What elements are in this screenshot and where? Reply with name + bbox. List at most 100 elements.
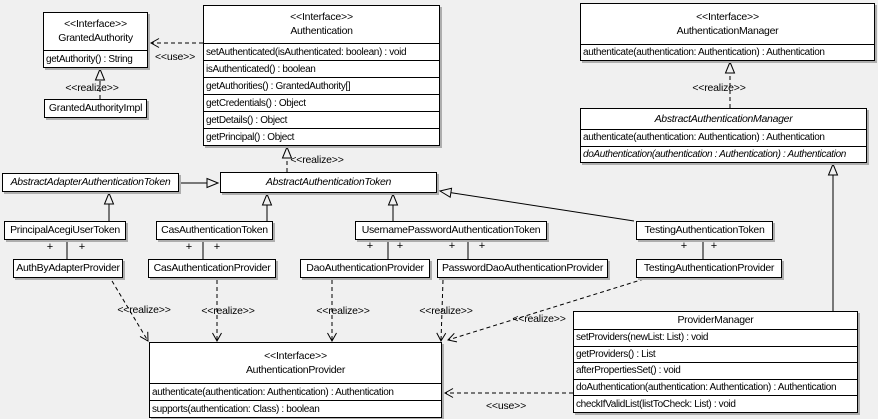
methods-compartment: authenticate(authentication: Authenticat… [581, 129, 866, 162]
class-name-compartment: CasAuthenticationToken [157, 222, 272, 239]
class-name-compartment: <<Interface>> GrantedAuthority [44, 13, 147, 50]
class-name: AuthenticationManager [676, 24, 779, 37]
class-auth-by-adapter-provider: AuthByAdapterProvider [13, 259, 123, 278]
class-abstract-adapter-authentication-token: AbstractAdapterAuthenticationToken [2, 173, 179, 192]
stereotype-label: <<Interface>> [64, 18, 127, 30]
stereotype-label: <<Interface>> [290, 11, 353, 23]
class-name: AuthByAdapterProvider [16, 262, 120, 274]
class-name: AbstractAuthenticationToken [265, 176, 392, 188]
association-plus-adornment: + [478, 240, 486, 252]
methods-compartment: setAuthenticated(isAuthenticated: boolea… [204, 43, 439, 145]
association-plus-adornment: + [78, 241, 86, 253]
class-name-compartment: TestingAuthenticationProvider [637, 260, 781, 277]
method-label: afterPropertiesSet() : void [574, 362, 857, 379]
class-name: TestingAuthenticationProvider [643, 262, 775, 274]
class-testing-authentication-provider: TestingAuthenticationProvider [636, 259, 782, 278]
method-label: authenticate(authentication: Authenticat… [581, 129, 866, 146]
method-label: getCredentials() : Object [204, 94, 439, 111]
method-label: setAuthenticated(isAuthenticated: boolea… [204, 43, 439, 60]
edge-stereotype-label: <<realize>> [692, 82, 746, 94]
association-plus-adornment: + [710, 240, 718, 252]
class-testing-authentication-token: TestingAuthenticationToken [636, 221, 773, 240]
class-username-password-authentication-token: UsernamePasswordAuthenticationToken [355, 221, 547, 240]
class-name-compartment: AbstractAdapterAuthenticationToken [3, 174, 178, 191]
association-plus-adornment: + [366, 240, 374, 252]
method-label: isAuthenticated() : boolean [204, 60, 439, 77]
class-name-compartment: ProviderManager [574, 312, 857, 329]
edge-stereotype-label: <<use>> [485, 400, 527, 412]
class-name: Authentication [290, 25, 353, 37]
association-plus-adornment: + [46, 241, 54, 253]
class-name-compartment: <<Interface>>AuthenticationManager [581, 4, 874, 44]
edge-stereotype-label: <<realize>> [419, 305, 473, 317]
association-plus-adornment: + [213, 241, 221, 253]
stereotype-label: <<Interface>> [264, 349, 327, 362]
method-label: setProviders(newList: List) : void [574, 329, 857, 346]
class-name: ProviderManager [677, 314, 754, 326]
method-label: doAuthentication(authentication: Authent… [574, 378, 857, 396]
edge-stereotype-label: <<realize>> [65, 82, 119, 94]
class-name-compartment: UsernamePasswordAuthenticationToken [356, 222, 546, 239]
class-password-dao-authentication-provider: PasswordDaoAuthenticationProvider [437, 259, 608, 278]
edge-stereotype-label: <<use>> [154, 51, 196, 63]
class-name-compartment: DaoAuthenticationProvider [301, 260, 429, 277]
class-name: GrantedAuthority [58, 32, 133, 44]
class-name: AbstractAuthenticationManager [654, 112, 793, 125]
association-plus-adornment: + [448, 240, 456, 252]
class-name-compartment: AbstractAuthenticationManager [581, 109, 866, 129]
class-principal-acegi-user-token: PrincipalAcegiUserToken [4, 221, 126, 240]
class-name-compartment: TestingAuthenticationToken [637, 222, 772, 239]
class-name: PasswordDaoAuthenticationProvider [441, 262, 604, 274]
method-label: supports(authentication: Class) : boolea… [150, 400, 441, 417]
class-name: UsernamePasswordAuthenticationToken [361, 224, 541, 236]
method-label: authenticate(authentication: Authenticat… [150, 383, 441, 400]
edge-stereotype-label: <<realize>> [316, 305, 370, 317]
class-name: PrincipalAcegiUserToken [10, 224, 120, 236]
class-name-compartment: PrincipalAcegiUserToken [5, 222, 125, 239]
class-name: CasAuthenticationToken [161, 224, 268, 236]
class-name-compartment: <<Interface>> Authentication [204, 6, 439, 43]
method-label: getAuthority() : String [44, 50, 147, 67]
method-label: doAuthentication(authentication : Authen… [581, 145, 866, 163]
class-name-compartment: <<Interface>>AuthenticationProvider [150, 343, 441, 383]
methods-compartment: authenticate(authentication: Authenticat… [581, 44, 874, 60]
methods-compartment: authenticate(authentication: Authenticat… [150, 383, 441, 417]
method-label: checkIfValidList(listToCheck: List) : vo… [574, 395, 857, 412]
association-plus-adornment: + [396, 240, 404, 252]
edge-stereotype-label: <<realize>> [290, 154, 344, 166]
association-plus-adornment: + [680, 240, 688, 252]
method-label: getPrincipal() : Object [204, 128, 439, 145]
edge-stereotype-label: <<realize>> [512, 313, 566, 325]
edge-stereotype-label: <<realize>> [117, 304, 171, 316]
class-name: CasAuthenticationProvider [153, 262, 271, 274]
class-name-compartment: CasAuthenticationProvider [149, 260, 275, 277]
class-name: AbstractAdapterAuthenticationToken [10, 176, 171, 188]
class-name: AuthenticationProvider [245, 363, 346, 376]
class-dao-authentication-provider: DaoAuthenticationProvider [300, 259, 430, 278]
method-label: getProviders() : List [574, 345, 857, 363]
class-abstract-authentication-manager: AbstractAuthenticationManager authenticat… [580, 108, 867, 163]
method-label: authenticate(authentication: Authenticat… [581, 44, 874, 60]
methods-compartment: getAuthority() : String [44, 50, 147, 67]
class-provider-manager: ProviderManager setProviders(newList: Lis… [573, 311, 858, 413]
class-cas-authentication-token: CasAuthenticationToken [156, 221, 273, 240]
class-name: DaoAuthenticationProvider [306, 262, 424, 274]
method-label: getDetails() : Object [204, 111, 439, 128]
class-name-compartment: AuthByAdapterProvider [14, 260, 122, 277]
class-granted-authority: <<Interface>> GrantedAuthority getAuthorit… [43, 12, 148, 68]
stereotype-label: <<Interface>> [696, 10, 759, 23]
class-name: GrantedAuthorityImpl [48, 102, 143, 114]
association-plus-adornment: + [185, 241, 193, 253]
class-cas-authentication-provider: CasAuthenticationProvider [148, 259, 276, 278]
method-label: getAuthorities() : GrantedAuthority[] [204, 77, 439, 94]
class-authentication: <<Interface>> Authentication setAuthentica… [203, 5, 440, 146]
edge-generalization [438, 187, 635, 222]
class-name-compartment: PasswordDaoAuthenticationProvider [438, 260, 607, 277]
class-name: TestingAuthenticationToken [644, 224, 765, 236]
class-abstract-authentication-token: AbstractAuthenticationToken [220, 172, 437, 193]
class-name-compartment: GrantedAuthorityImpl [45, 100, 146, 117]
